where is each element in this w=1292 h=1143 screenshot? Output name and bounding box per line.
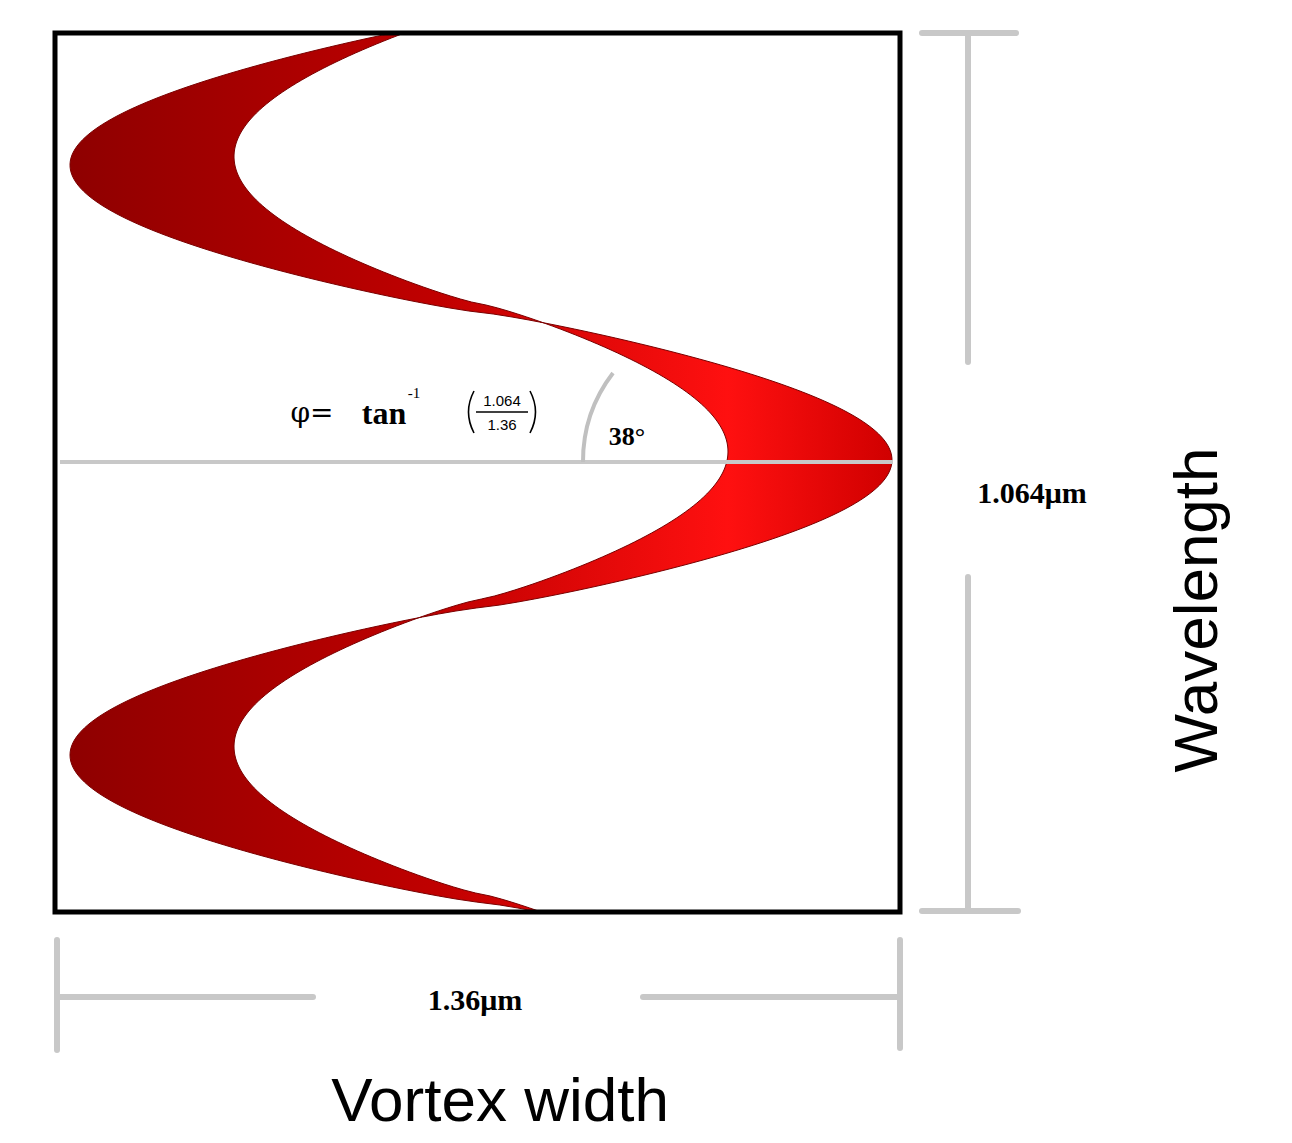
formula-numerator: 1.064 [483, 393, 521, 408]
formula-denominator: 1.36 [487, 417, 516, 432]
vortex-ribbon [70, 35, 892, 910]
formula-text: tan [362, 397, 406, 429]
axis-title: Wavelength [1165, 447, 1227, 772]
frame-box [55, 33, 900, 912]
axis-line [60, 460, 893, 464]
ribbon-band [70, 35, 892, 910]
dimension-label: 1.064μm [977, 478, 1087, 508]
ribbon-edge [70, 35, 892, 910]
angle-value: 38° [609, 424, 645, 450]
axis-title: Vortex width [331, 1069, 669, 1131]
height-dimension [922, 33, 1018, 911]
formula-exponent: -1 [408, 386, 421, 401]
formula-symbols [469, 391, 536, 433]
dimension-label: 1.36μm [428, 985, 523, 1015]
angle-arc [583, 373, 613, 462]
width-dimension [57, 940, 900, 1050]
formula-text: φ= [290, 399, 333, 427]
